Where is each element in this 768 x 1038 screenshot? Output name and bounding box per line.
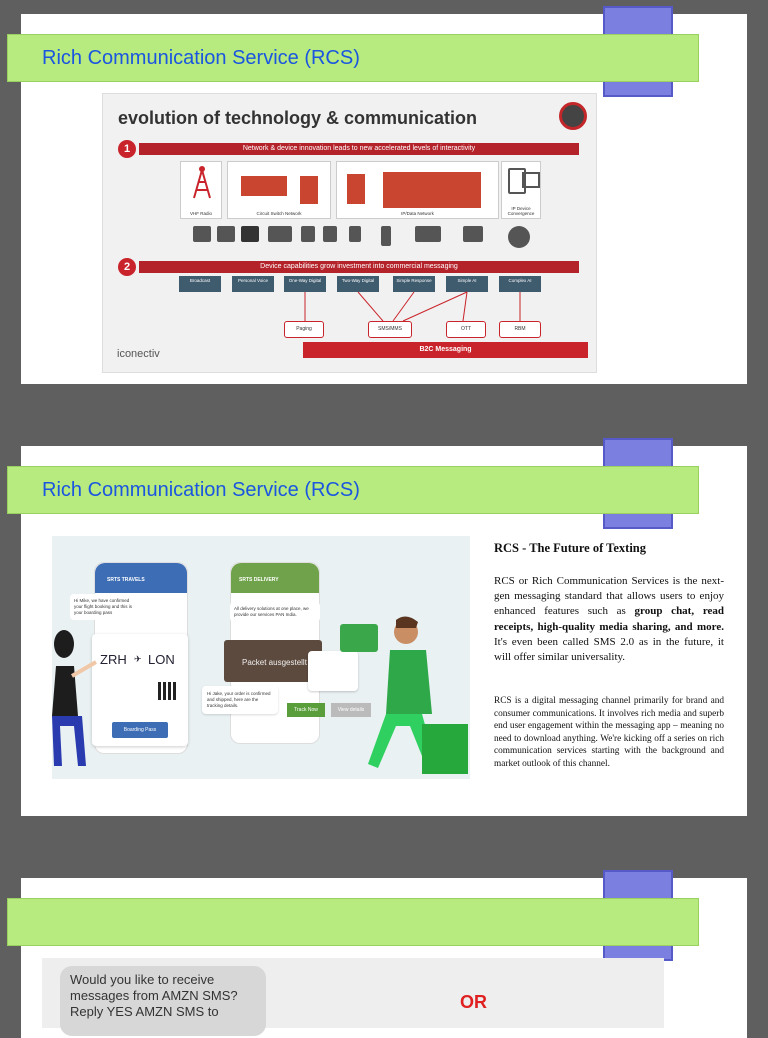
evolution-infographic: evolution of technology & communication … — [102, 93, 597, 373]
pager-device-icon — [349, 226, 361, 242]
radio-tower-icon — [193, 166, 211, 199]
caption-vhf: VHF Radio — [189, 211, 212, 216]
plane-icon: ✈ — [134, 654, 142, 664]
view-details-button[interactable]: View details — [331, 703, 371, 717]
robot-device-icon — [508, 226, 530, 248]
rcs-paragraph-1: RCS or Rich Communication Services is th… — [494, 574, 724, 665]
brand-wordmark: iconectiv — [117, 348, 160, 360]
infographic-heading: evolution of technology & communication — [118, 108, 478, 128]
circuit-switch-box: Circuit Switch Network — [227, 161, 331, 219]
step-2-banner: Device capabilities grow investment into… — [139, 261, 579, 273]
rcs-heading: RCS - The Future of Texting — [494, 541, 646, 555]
stage-two-way-digital: Two-Way Digital — [337, 276, 379, 292]
stage-simple-ai: Simple AI — [446, 276, 488, 292]
caption-circuit: Circuit Switch Network — [256, 211, 302, 216]
woman-figure-icon — [52, 630, 98, 766]
channel-paging: Paging — [284, 321, 324, 338]
rcs-paragraph-1-start: RCS or Rich Communication Services is th… — [494, 575, 724, 618]
boarding-card: ZRH ✈ LON Boarding Pass — [92, 634, 188, 746]
channel-ott: OTT — [446, 321, 486, 338]
smartphone-device-icon — [381, 226, 391, 246]
slide-2-title-bar: Rich Communication Service (RCS) — [7, 466, 699, 514]
monitor-device-icon — [415, 226, 441, 242]
fax-device-icon — [268, 226, 292, 242]
delivery-app-title: SRTS DELIVERY — [239, 577, 279, 583]
rcs-paragraph-1-bold: group chat, read receipts, high-quality … — [494, 605, 724, 633]
to-airport: LON — [148, 652, 175, 667]
connector-lines — [304, 291, 521, 322]
travel-chat-bubble: Hi Mike, we have confirmed your flight b… — [70, 594, 140, 620]
channel-rbm: RBM — [499, 321, 541, 338]
b2c-messaging-arrow: B2C Messaging — [303, 342, 588, 358]
slide-1-title: Rich Communication Service (RCS) — [42, 47, 360, 69]
ip-device-box: IP Device Convergence — [501, 161, 541, 219]
slide-3-title-bar — [7, 898, 699, 946]
travel-app-title: SRTS TRAVELS — [107, 577, 145, 583]
delivery-chat-bubble: All delivery solutions at one place, we … — [230, 602, 320, 622]
packet-label: Packet ausgestellt — [242, 658, 307, 667]
channel-sms-mms: SMS/MMS — [368, 321, 412, 338]
from-airport: ZRH — [100, 652, 127, 667]
stage-simple-response: Simple Response — [393, 276, 435, 292]
map-pin-icon — [308, 651, 358, 691]
track-now-button[interactable]: Track Now — [287, 703, 325, 717]
qr-code-icon — [158, 682, 176, 700]
radio-device-icon — [193, 226, 211, 242]
vhf-radio-box: VHF Radio — [180, 161, 222, 219]
or-label: OR — [460, 992, 487, 1012]
caption-ipdevice: IP Device Convergence — [507, 206, 535, 216]
rcs-paragraph-2: RCS is a digital messaging channel prima… — [494, 696, 724, 769]
step-2-marker: 2 — [118, 258, 136, 276]
cellphone-device-icon — [323, 226, 337, 242]
iconectiv-logo-icon — [559, 102, 587, 130]
caption-ipdata: IP/Data Network — [401, 211, 434, 216]
rcs-paragraph-1-end: It's even been called SMS 2.0 as in the … — [494, 635, 724, 664]
rcs-illustration: SRTS TRAVELS Hi Mike, we have confirmed … — [52, 536, 470, 779]
stage-one-way-digital: One-Way Digital — [284, 276, 326, 292]
tv-device-icon — [217, 226, 235, 242]
boarding-pass-button[interactable]: Boarding Pass — [112, 722, 168, 738]
step-1-marker: 1 — [118, 140, 136, 158]
tablet-device-icon — [463, 226, 483, 242]
slide-1-title-bar: Rich Communication Service (RCS) — [7, 34, 699, 82]
stage-broadcast: Broadcast — [179, 276, 221, 292]
order-chat-bubble: Hi Jake, your order is confirmed and shi… — [202, 686, 278, 714]
slide-2-title: Rich Communication Service (RCS) — [42, 479, 360, 501]
step-1-banner: Network & device innovation leads to new… — [139, 143, 579, 155]
chat-icon — [340, 624, 378, 652]
stage-personal-voice: Personal Voice — [232, 276, 274, 292]
mobile-device-icon — [301, 226, 315, 242]
sms-screenshot: Would you like to receive messages from … — [42, 958, 664, 1036]
man-figure-icon — [368, 616, 468, 774]
sms-message-bubble: Would you like to receive messages from … — [60, 966, 266, 1036]
ip-data-box: IP/Data Network — [336, 161, 499, 219]
stage-complex-ai: Complex AI — [499, 276, 541, 292]
phone-device-icon — [241, 226, 259, 242]
video-card: Packet ausgestellt — [224, 640, 322, 682]
